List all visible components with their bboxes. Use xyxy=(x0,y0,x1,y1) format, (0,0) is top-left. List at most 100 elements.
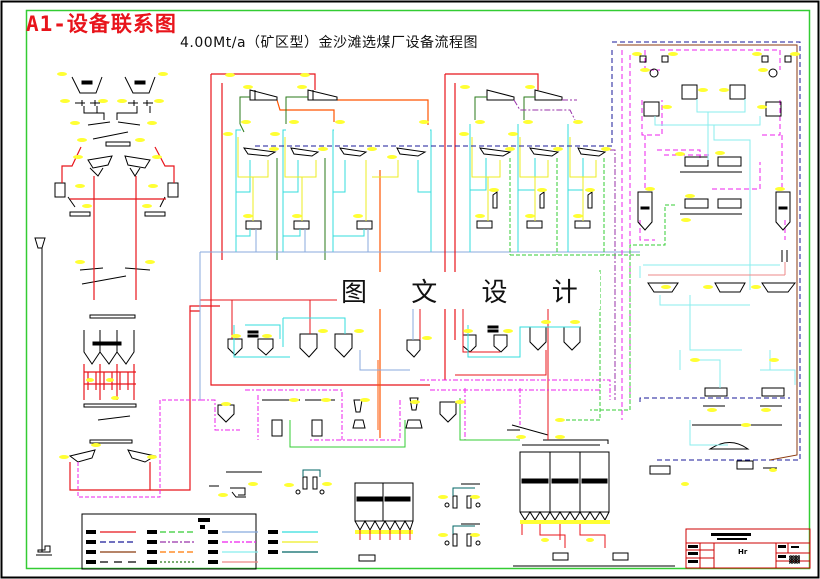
sump-icon xyxy=(765,101,782,117)
magnetic-separator-icon xyxy=(476,220,493,229)
dmc-module-1 xyxy=(200,73,640,438)
pump-icon xyxy=(761,55,769,63)
hopper-icon xyxy=(71,76,103,94)
product-silo-icon xyxy=(354,482,384,522)
centrifuge-icon xyxy=(587,191,593,209)
legend-key-2 xyxy=(86,550,96,554)
valve-icon xyxy=(768,68,778,78)
wagon-icon xyxy=(358,554,376,562)
screen-icon xyxy=(528,147,560,157)
filter-icon xyxy=(271,419,283,437)
screen-icon xyxy=(290,147,320,157)
middle-lower-equipment xyxy=(199,252,611,448)
raw-coal-receiving xyxy=(34,76,179,556)
magnetic-separator-icon xyxy=(526,220,543,229)
watermark-text: 图 文 设 计 xyxy=(337,272,600,309)
legend-key-4 xyxy=(147,530,157,534)
cyclone-icon xyxy=(249,89,278,101)
flotation-cell-icon xyxy=(717,156,742,167)
cyclone-icon xyxy=(334,333,353,358)
hopper-icon xyxy=(124,76,156,94)
filter-press-icon xyxy=(761,387,785,397)
legend-key-12 xyxy=(268,530,278,534)
legend-key-14 xyxy=(268,550,278,554)
screen-icon xyxy=(68,449,96,463)
crusher-icon xyxy=(54,182,66,198)
title-block-center-mark: Hr xyxy=(738,548,748,556)
cyclone-icon xyxy=(217,404,235,423)
title-block xyxy=(685,528,811,569)
flotation-cell-icon xyxy=(684,156,709,167)
legend-key-10 xyxy=(208,550,218,554)
sump-icon xyxy=(681,84,698,100)
magnetic-separator-icon xyxy=(293,220,310,230)
pump-icon xyxy=(639,55,647,63)
legend-key-3 xyxy=(86,560,96,564)
cyclone-icon xyxy=(257,338,274,356)
legend-key-8 xyxy=(208,530,218,534)
legend-key-0 xyxy=(86,530,96,534)
pump-icon xyxy=(661,55,669,63)
equipment-tags-bottom xyxy=(218,435,594,542)
magnetic-separator-icon xyxy=(245,220,262,230)
dmc-module-2 xyxy=(444,48,640,421)
legend-key-7 xyxy=(147,560,157,564)
cyclone-icon xyxy=(486,89,515,101)
cyclone-icon xyxy=(462,334,477,353)
centrifuge-icon xyxy=(492,191,498,209)
inner-border xyxy=(25,9,811,570)
legend-key-6 xyxy=(147,550,157,554)
silo-icon xyxy=(83,330,101,365)
filter-press-icon xyxy=(704,387,728,397)
screen-icon xyxy=(577,147,607,157)
raw-coal-lines xyxy=(61,146,220,491)
flotation-icon xyxy=(352,399,366,429)
silo-icon xyxy=(99,330,118,365)
screen-icon xyxy=(761,282,797,293)
cyclone-icon xyxy=(227,338,243,356)
cyclone-icon xyxy=(529,326,547,351)
screen-icon xyxy=(396,147,427,157)
legend-key-13 xyxy=(268,540,278,544)
cyclone-icon xyxy=(493,334,508,353)
cyclone-icon xyxy=(534,89,563,101)
sump-icon xyxy=(729,84,746,100)
legend-key-11 xyxy=(208,560,218,564)
screen-icon xyxy=(127,449,157,463)
thickener-icon xyxy=(637,191,653,231)
magnetic-separator-icon xyxy=(356,220,373,230)
product-silo-icon xyxy=(579,451,610,513)
flotation-cell-icon xyxy=(717,198,742,209)
cyclone-icon xyxy=(563,326,581,351)
legend-key-9 xyxy=(208,540,218,544)
product-loading xyxy=(209,451,675,567)
equipment-tags-right xyxy=(632,52,800,486)
screen-icon xyxy=(338,147,368,157)
cyclone-icon xyxy=(439,401,457,423)
screen-icon xyxy=(242,147,277,157)
drawing-title: 4.00Mt/a（矿区型）金沙滩选煤厂设备流程图 xyxy=(180,35,479,51)
product-silo-icon xyxy=(382,482,414,522)
legend-key-1 xyxy=(86,540,96,544)
sheet-label: A1-设备联系图 xyxy=(26,12,177,36)
screen-icon xyxy=(87,155,113,169)
equipment-tags-left xyxy=(57,72,168,459)
flotation-icon xyxy=(405,397,423,429)
sump-icon xyxy=(643,101,660,117)
conveyor-dome-icon xyxy=(708,442,750,450)
legend-box xyxy=(81,513,318,570)
cyclone-icon xyxy=(307,89,338,101)
slime-treatment xyxy=(590,41,801,475)
magnetic-separator-icon xyxy=(574,220,591,229)
thickener-icon xyxy=(775,191,791,231)
flotation-cell-icon xyxy=(684,198,709,209)
cyclone-icon xyxy=(406,339,421,358)
silo-icon xyxy=(116,330,135,365)
title-block-right-mark: ▓▓ xyxy=(789,556,800,564)
screen-icon xyxy=(478,147,512,157)
locomotive-icon xyxy=(36,545,52,556)
wagon-icon xyxy=(552,552,629,561)
screen-icon xyxy=(647,282,679,293)
